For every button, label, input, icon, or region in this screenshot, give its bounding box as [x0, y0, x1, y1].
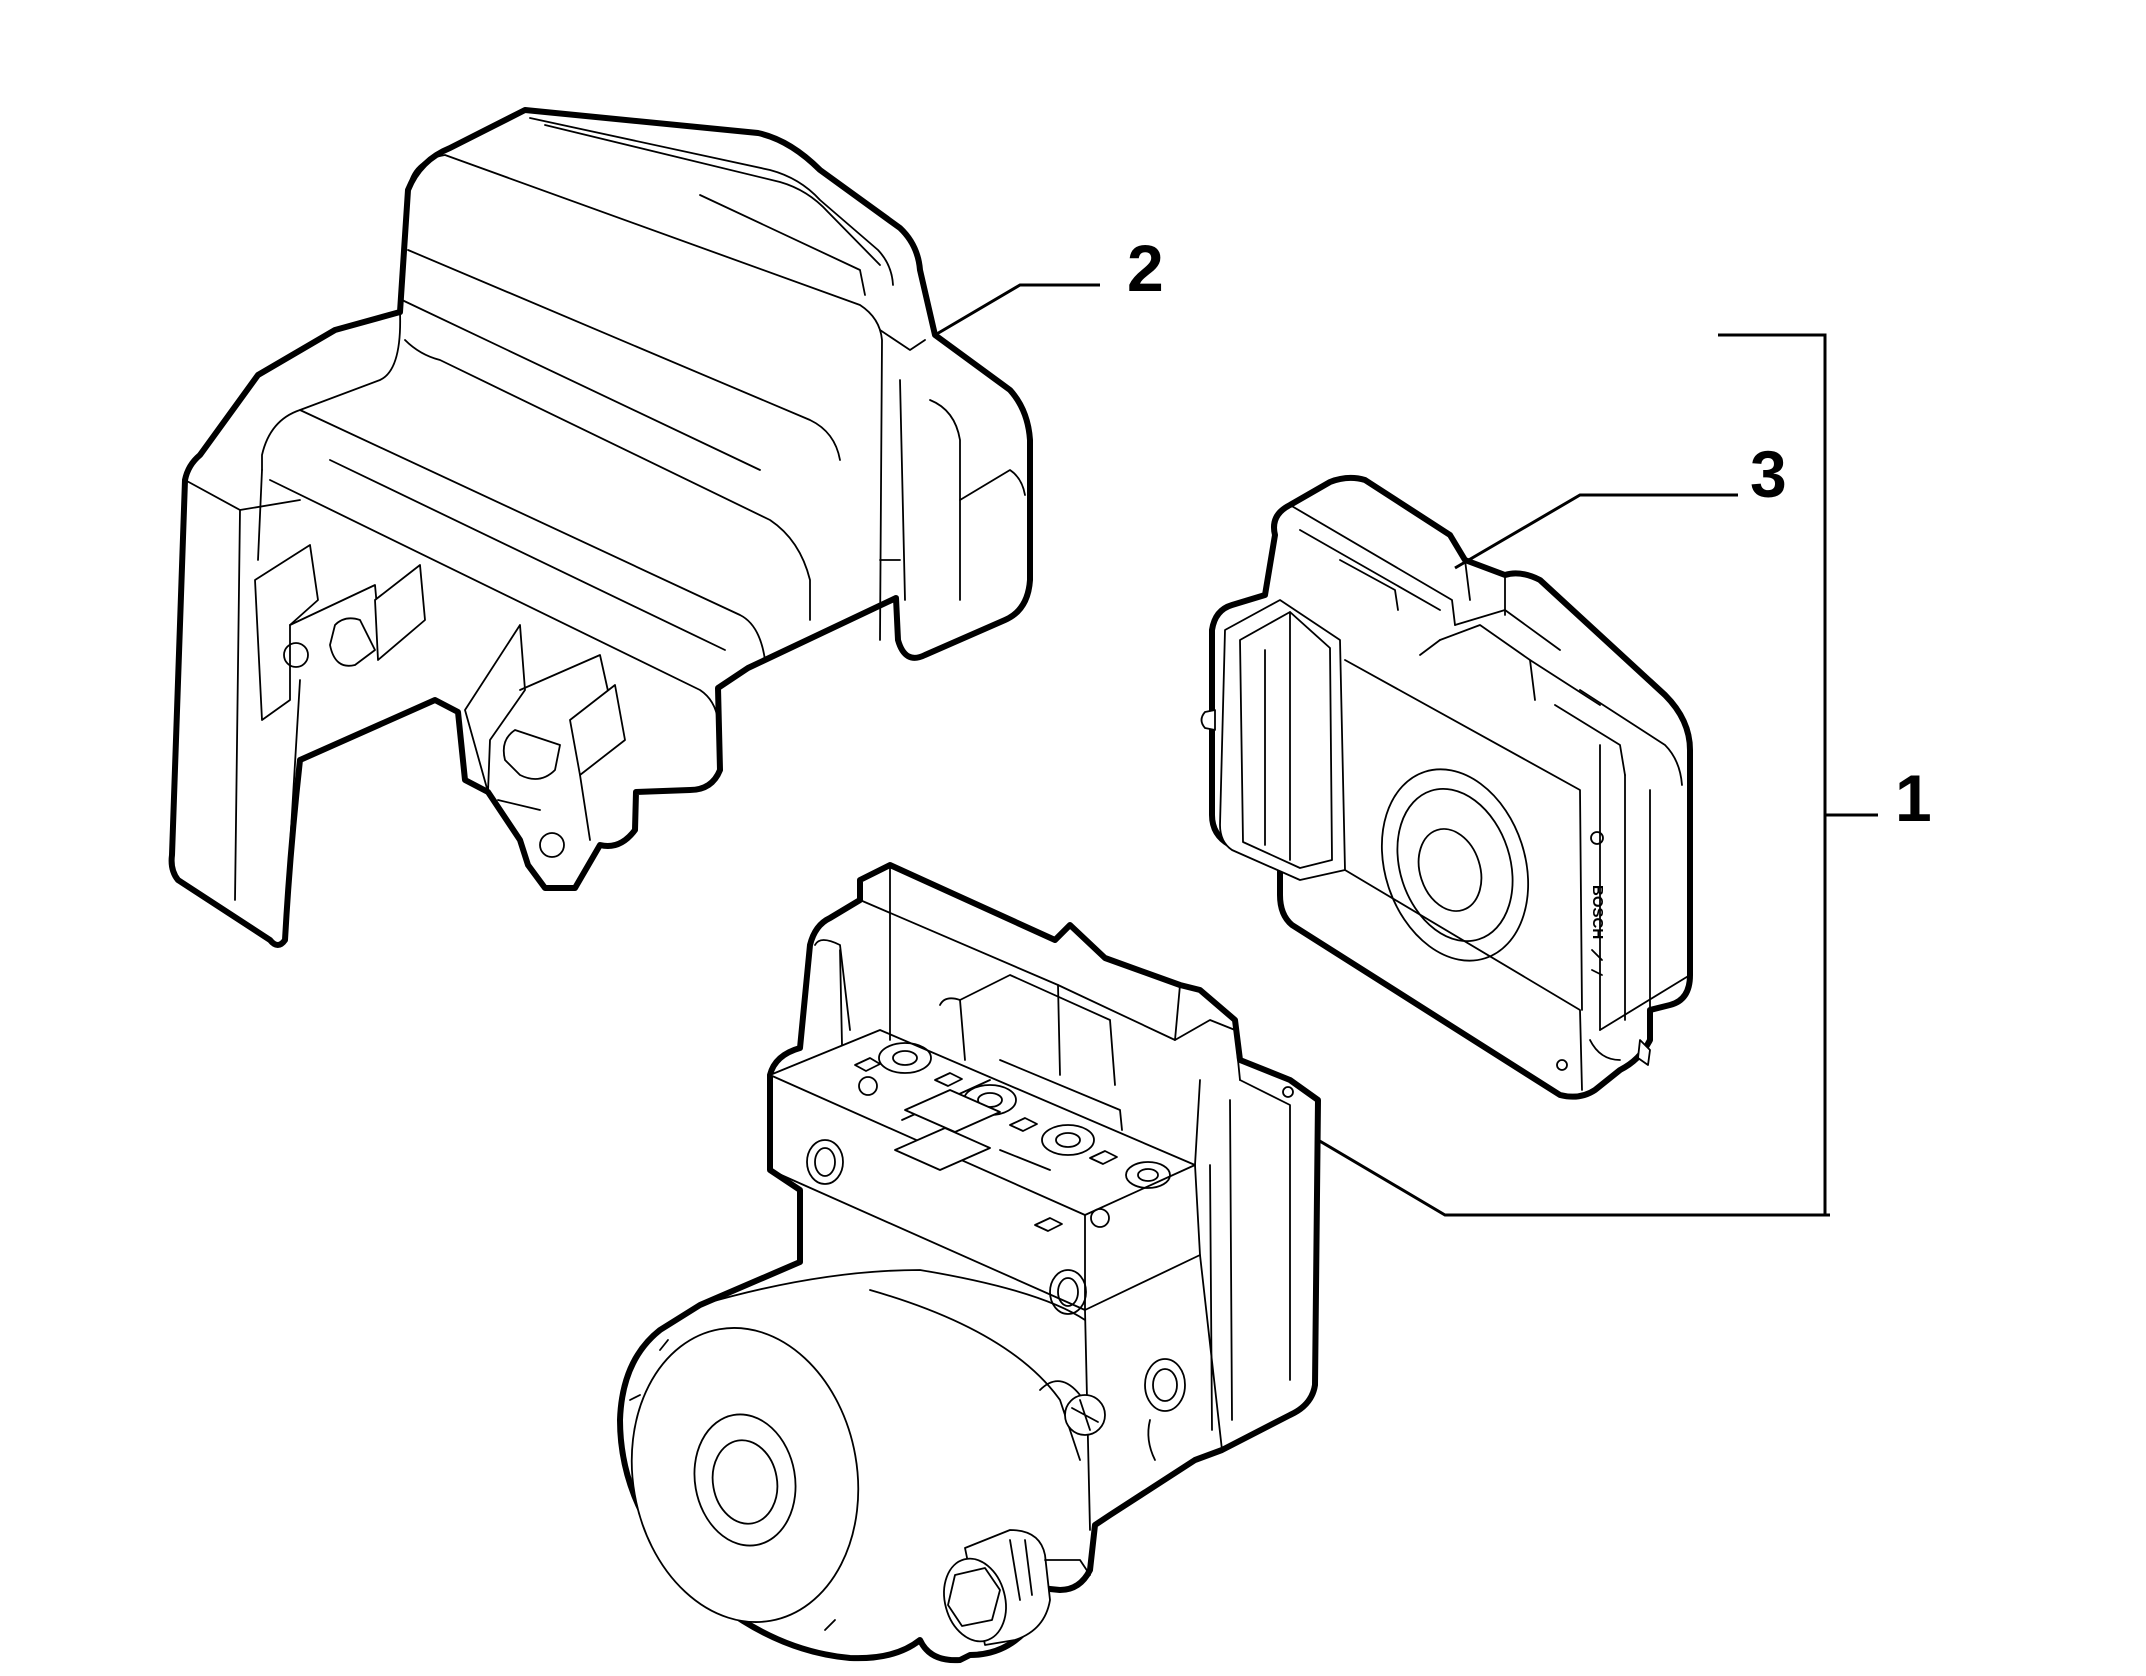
callout-label-1: 1 [1895, 761, 1932, 835]
cover-outline [168, 107, 1033, 948]
leader-lines [934, 283, 1878, 1217]
bracket-1 [1718, 333, 1827, 1215]
control-unit-brand-marking: BOSCH [1589, 885, 1606, 939]
hydraulic-unit-part[interactable] [609, 862, 1321, 1664]
cover-right-clip [464, 624, 526, 793]
callout-label-3: 3 [1750, 437, 1787, 511]
control-unit-part[interactable]: BOSCH [1200, 474, 1693, 1100]
control-unit-outline [1209, 474, 1693, 1100]
hydraulic-motor-face [630, 1327, 860, 1623]
control-unit-mount-outer [1380, 768, 1530, 962]
leader-line-1-branch [1317, 1138, 1830, 1217]
control-unit-connector [1219, 599, 1346, 881]
callout-labels: 2 3 1 [1127, 231, 1932, 835]
leader-line-3 [1454, 493, 1738, 570]
callout-label-2: 2 [1127, 231, 1164, 305]
cover-part[interactable] [168, 107, 1033, 948]
leader-line-2 [934, 283, 1100, 337]
cover-top-ridge [529, 117, 894, 286]
